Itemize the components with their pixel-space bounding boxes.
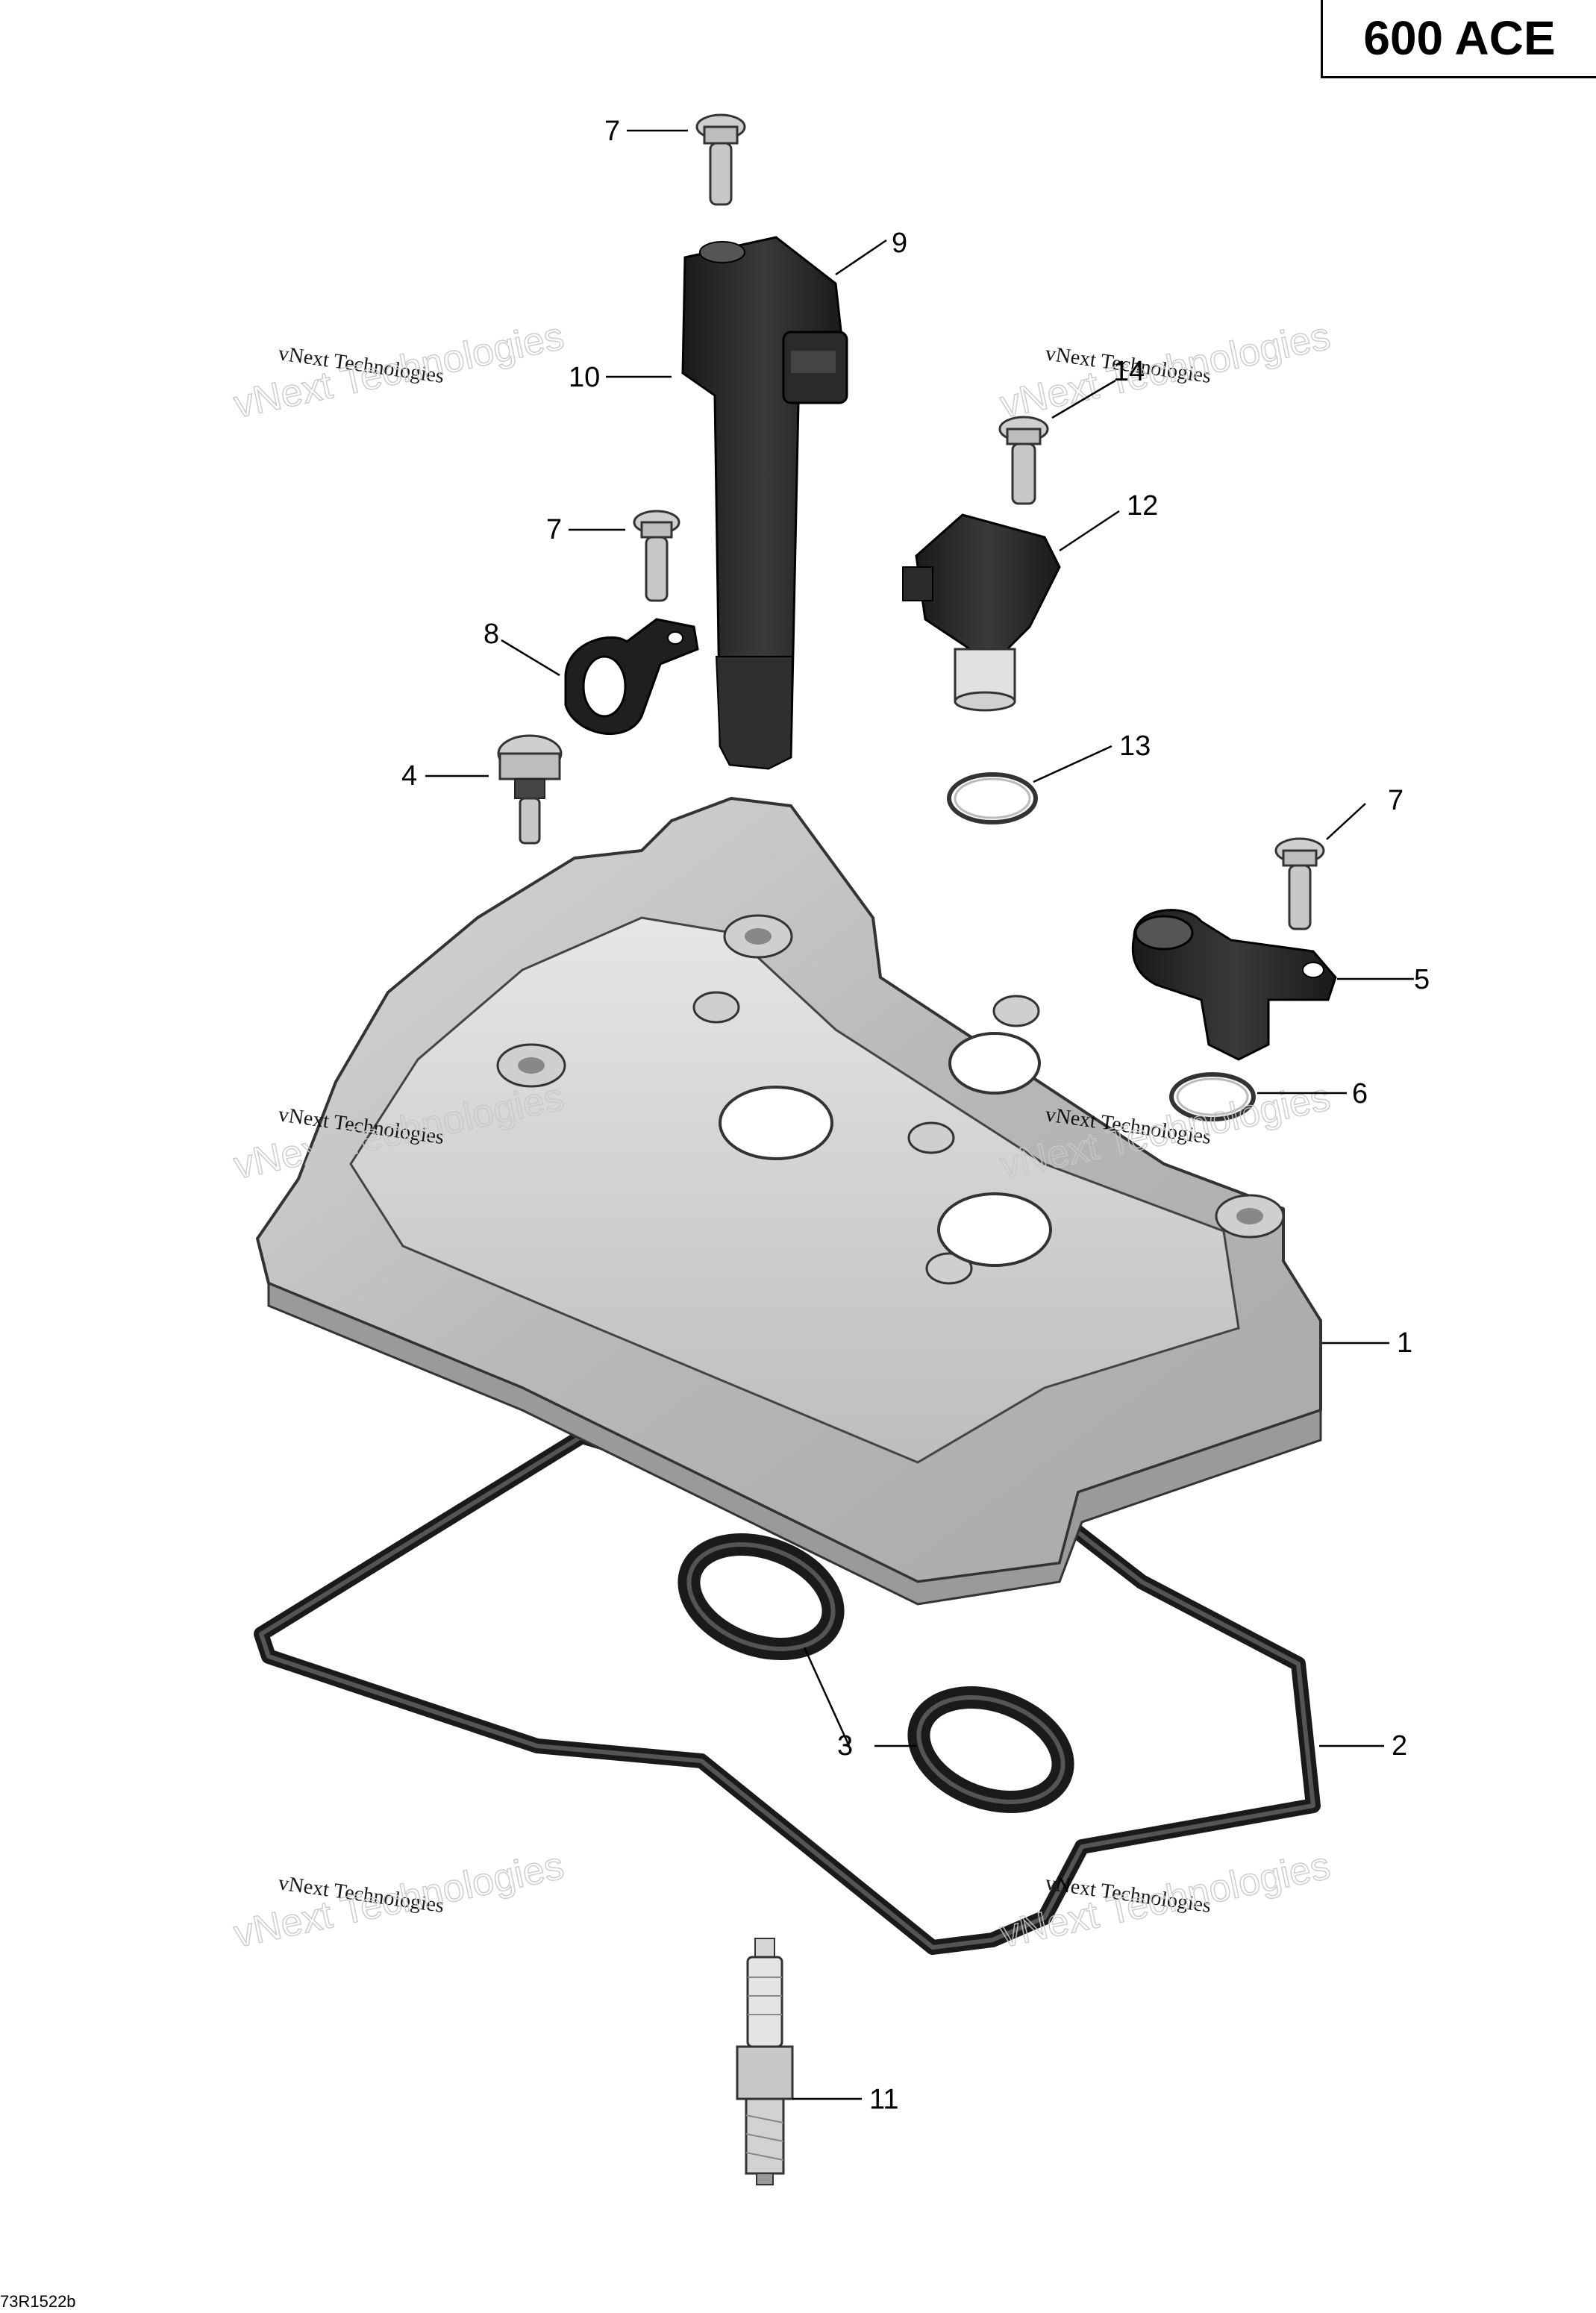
callout-6: 6	[1352, 1078, 1368, 1109]
watermark-top-left: vNext Technologies vNext Technologies	[230, 314, 569, 428]
part-8-clamp	[564, 618, 699, 735]
part-5-breather-outlet	[1131, 909, 1337, 1061]
callout-2: 2	[1392, 1730, 1407, 1762]
callout-10: 10	[569, 362, 600, 393]
part-3-tube-seals	[677, 1533, 1074, 1814]
svg-text:vNext Technologies: vNext Technologies	[230, 1844, 567, 1956]
callout-7-right: 7	[1388, 785, 1403, 816]
callout-13: 13	[1119, 730, 1151, 762]
document-code: 73R1522b	[0, 2292, 76, 2311]
callout-4: 4	[401, 760, 417, 792]
callout-12: 12	[1127, 490, 1158, 522]
callout-14: 14	[1113, 356, 1145, 387]
part-11-spark-plug	[736, 1938, 794, 2185]
callout-3: 3	[837, 1730, 853, 1762]
callout-7-mid: 7	[546, 514, 562, 545]
part-7-screw-outlet	[1274, 837, 1325, 930]
part-1-valve-cover	[256, 797, 1322, 1606]
svg-text:vNext Technologies: vNext Technologies	[996, 314, 1333, 426]
callout-1: 1	[1397, 1327, 1412, 1359]
part-12-sensor	[902, 513, 1061, 712]
part-7-screw-clamp	[633, 510, 680, 602]
callout-9: 9	[892, 228, 907, 259]
part-13-o-ring	[947, 772, 1038, 824]
part-6-o-ring	[1169, 1072, 1256, 1121]
leader-lines	[425, 129, 1414, 2100]
callout-11: 11	[869, 2084, 898, 2115]
watermark-top-right: vNext Technologies vNext Technologies	[996, 314, 1335, 428]
callout-8: 8	[484, 619, 499, 650]
part-9-10-ignition-coil	[681, 236, 848, 770]
callout-5: 5	[1414, 964, 1430, 995]
callout-7-top: 7	[604, 116, 620, 147]
watermark-bottom-left: vNext Technologies vNext Technologies	[230, 1844, 569, 1957]
part-14-screw	[998, 416, 1049, 505]
part-7-screw-coil	[695, 113, 746, 206]
part-4-plug	[497, 734, 563, 845]
model-label-box: 600 ACE	[1321, 0, 1596, 78]
svg-text:vNext Technologies: vNext Technologies	[230, 314, 567, 426]
callout-labels: 7 9 10 14 7 12 8 4 13 7 5 6 1 2 3 11	[401, 116, 1430, 2115]
model-label: 600 ACE	[1363, 11, 1556, 65]
